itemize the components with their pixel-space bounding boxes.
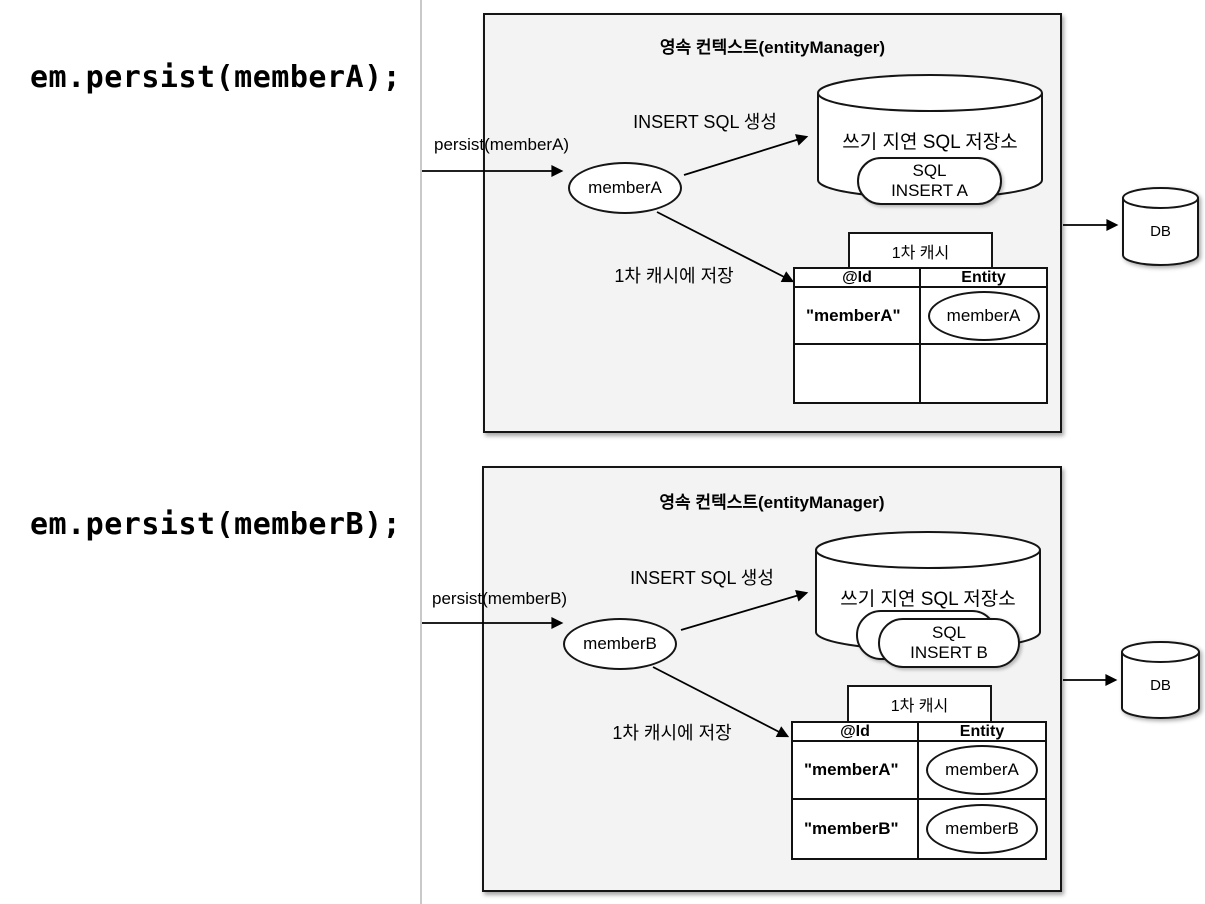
db-label-a: DB <box>1150 223 1171 240</box>
cache-table-header-id-b: @Id <box>793 723 919 742</box>
sql-item-stadium-b: SQL INSERT B <box>878 618 1020 668</box>
db-label-b: DB <box>1150 677 1171 694</box>
sql-item-stadium-a: SQL INSERT A <box>857 157 1002 205</box>
entity-ellipse-membera: memberA <box>568 162 682 214</box>
persist-call-label-a: persist(memberA) <box>434 135 570 154</box>
code-em-persist-b: em.persist(memberB); <box>30 507 402 542</box>
entity-ellipse-memberb: memberB <box>563 618 677 670</box>
divider-line <box>420 0 422 904</box>
cache-entity-ellipse-b1: memberA <box>926 745 1038 795</box>
sql-item-line2-a: INSERT A <box>891 181 968 200</box>
cache-row-id-b1: "memberA" <box>793 742 919 800</box>
sql-store-title-a: 쓰기 지연 SQL 저장소 <box>842 132 1018 153</box>
cache-row-entity-a2 <box>921 345 1046 402</box>
persist-call-label-b: persist(memberB) <box>432 589 568 608</box>
cache-entity-ellipse-a1: memberA <box>927 290 1040 341</box>
cache-row-id-a1: "memberA" <box>795 288 921 345</box>
cache-row-id-b2: "memberB" <box>793 800 919 858</box>
cache-save-arrow-label-a: 1차 캐시에 저장 <box>614 266 734 286</box>
first-level-cache-tab-a: 1차 캐시 <box>848 232 993 269</box>
cache-tab-label-a: 1차 캐시 <box>891 244 950 262</box>
sql-item-line1-b: SQL <box>931 622 967 642</box>
cache-table-b: @Id Entity "memberA" memberA "memberB" m… <box>791 721 1047 860</box>
cache-table-header-entity-b: Entity <box>919 723 1045 742</box>
insert-sql-arrow-label-b: INSERT SQL 생성 <box>630 568 774 588</box>
cache-table-header-id-a: @Id <box>795 269 921 288</box>
sql-item-line1-a: SQL <box>912 160 947 180</box>
context-title-b: 영속 컨텍스트(entityManager) <box>659 493 885 512</box>
cache-row-entity-a1: memberA <box>921 288 1046 345</box>
sql-store-title-b: 쓰기 지연 SQL 저장소 <box>840 589 1016 610</box>
context-title-a: 영속 컨텍스트(entityManager) <box>659 38 886 57</box>
cache-row-entity-b1: memberA <box>919 742 1045 800</box>
cache-save-arrow-label-b: 1차 캐시에 저장 <box>612 723 732 743</box>
cache-table-a: @Id Entity "memberA" memberA <box>793 267 1048 404</box>
first-level-cache-tab-b: 1차 캐시 <box>847 685 992 723</box>
code-em-persist-a: em.persist(memberA); <box>30 60 402 95</box>
cache-row-entity-b2: memberB <box>919 800 1045 858</box>
cache-tab-label-b: 1차 캐시 <box>890 698 949 715</box>
cache-entity-ellipse-b2: memberB <box>926 804 1038 854</box>
insert-sql-arrow-label-a: INSERT SQL 생성 <box>633 112 777 132</box>
cache-table-header-entity-a: Entity <box>921 269 1046 288</box>
cache-row-id-a2 <box>795 345 921 402</box>
sql-item-line2-b: INSERT B <box>910 643 988 662</box>
